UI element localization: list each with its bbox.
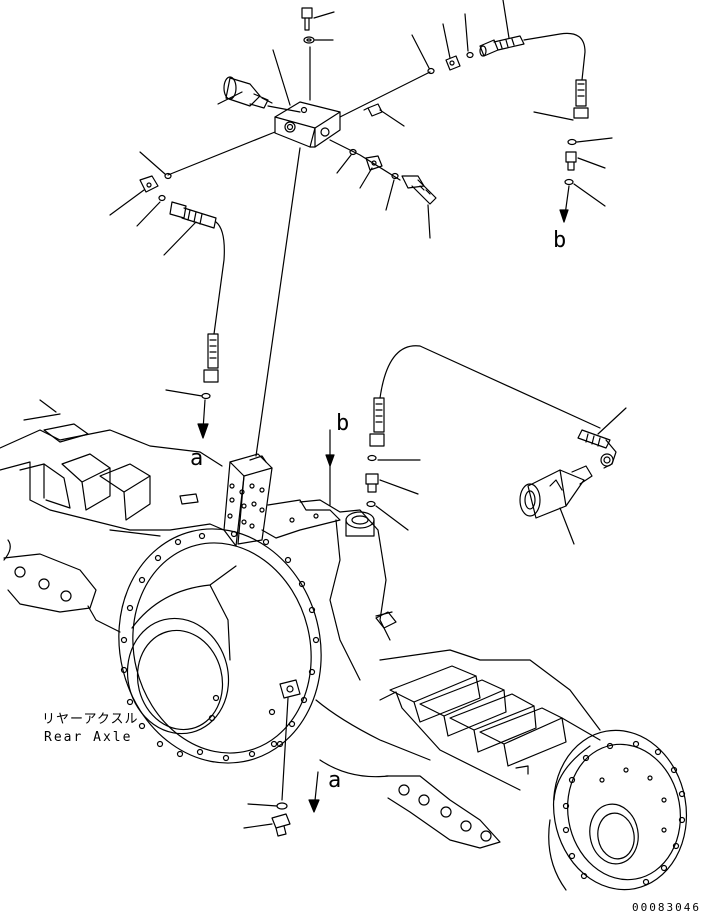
leader-o-ring-3 (337, 155, 351, 173)
hose-right (380, 346, 600, 428)
leader-o-ring-1 (412, 35, 429, 68)
o-ring-3 (350, 150, 356, 155)
arrow-b-top-head (560, 210, 568, 222)
leader-connector-1 (443, 24, 450, 58)
o-ring-a1 (202, 394, 210, 399)
connection-label-b-top: b (553, 228, 567, 253)
mounting-bracket (224, 454, 272, 546)
leader-hose-fitting-b (534, 112, 573, 120)
leader-connector-3 (110, 190, 144, 215)
connector-3 (140, 176, 158, 192)
leader-block (273, 50, 290, 105)
leader-o-ring-b1 (577, 138, 612, 142)
leader-o-ring-4 (386, 180, 394, 210)
o-ring-a2 (277, 803, 287, 809)
sensor-centerline (268, 106, 300, 112)
nipple-a (272, 814, 290, 836)
nipple-b (566, 152, 576, 170)
bolt-top (302, 8, 312, 30)
connection-label-b-bottom: b (336, 411, 350, 436)
o-ring-b3 (368, 456, 376, 461)
hose-fitting-a (204, 334, 218, 382)
o-ring-b4 (367, 502, 375, 507)
drawing-number: 00083046 (632, 901, 701, 914)
nipple-b2 (366, 474, 378, 492)
leader-hose-end (503, 0, 509, 38)
o-ring-b1 (568, 140, 576, 145)
leader-bolt (314, 12, 334, 18)
pipe-centerline-right (340, 72, 430, 117)
connection-label-a-bottom: a (328, 768, 342, 793)
arrow-a-top-head (198, 424, 208, 438)
leader-housing-left (110, 530, 160, 536)
connector-1 (446, 56, 460, 70)
o-ring-4 (392, 174, 398, 179)
block-centerline-down (256, 148, 300, 456)
manifold-block (275, 102, 340, 147)
bottom-fitting (280, 680, 300, 698)
o-ring-2 (467, 53, 473, 58)
bracket-plate (262, 500, 340, 538)
assembly-label-jp: リヤーアクスル (42, 712, 139, 727)
leader-pressure-switch (560, 508, 574, 544)
hose-fitting-b2 (370, 398, 384, 446)
washer-top (304, 37, 314, 43)
assembly-label-en: Rear Axle (44, 730, 133, 745)
leader-o-ring-a2 (248, 804, 277, 806)
bottom-centerline (282, 698, 288, 800)
leader-o-ring-b2 (574, 184, 605, 206)
hose-end-left (170, 202, 216, 228)
leader-nipple-b (578, 158, 605, 168)
leader-o-ring-5 (140, 152, 165, 174)
elbow-fitting-right (364, 104, 382, 116)
o-ring-5 (165, 174, 171, 179)
hose-left (214, 222, 224, 334)
pressure-sensor-top (224, 77, 272, 108)
leader-o-ring-2 (465, 14, 468, 51)
leader-hose-end-lower (428, 205, 430, 238)
leader-o-ring-6 (137, 202, 160, 226)
hose-end-top (480, 36, 524, 56)
leader-o-ring-b4 (376, 506, 408, 530)
arrow-a-bottom-head (309, 800, 319, 812)
hose-top-right (524, 33, 585, 80)
o-ring-6 (159, 196, 165, 201)
connection-label-a-top: a (190, 446, 204, 471)
pipe-centerline-left (168, 132, 275, 175)
hose-fitting-b (574, 80, 588, 118)
leader-hose-end-left (164, 222, 196, 255)
hose-end-right (578, 430, 616, 468)
leader-nipple-a (244, 824, 272, 828)
leader-hose-end-right (598, 408, 626, 434)
axle-housing (0, 400, 699, 900)
hose-end-lower (402, 176, 436, 204)
leader-o-ring-a1 (166, 390, 202, 396)
pipe-centerline-lower (330, 140, 400, 180)
pressure-switch (520, 466, 592, 518)
leader-sensor (218, 92, 242, 104)
leader-connector-2 (360, 168, 372, 188)
o-ring-1 (428, 69, 434, 74)
leader-nipple-b2 (380, 480, 418, 494)
arrow-b-bottom-head (326, 455, 334, 466)
leader-elbow (380, 110, 404, 126)
o-ring-b2 (565, 180, 573, 185)
